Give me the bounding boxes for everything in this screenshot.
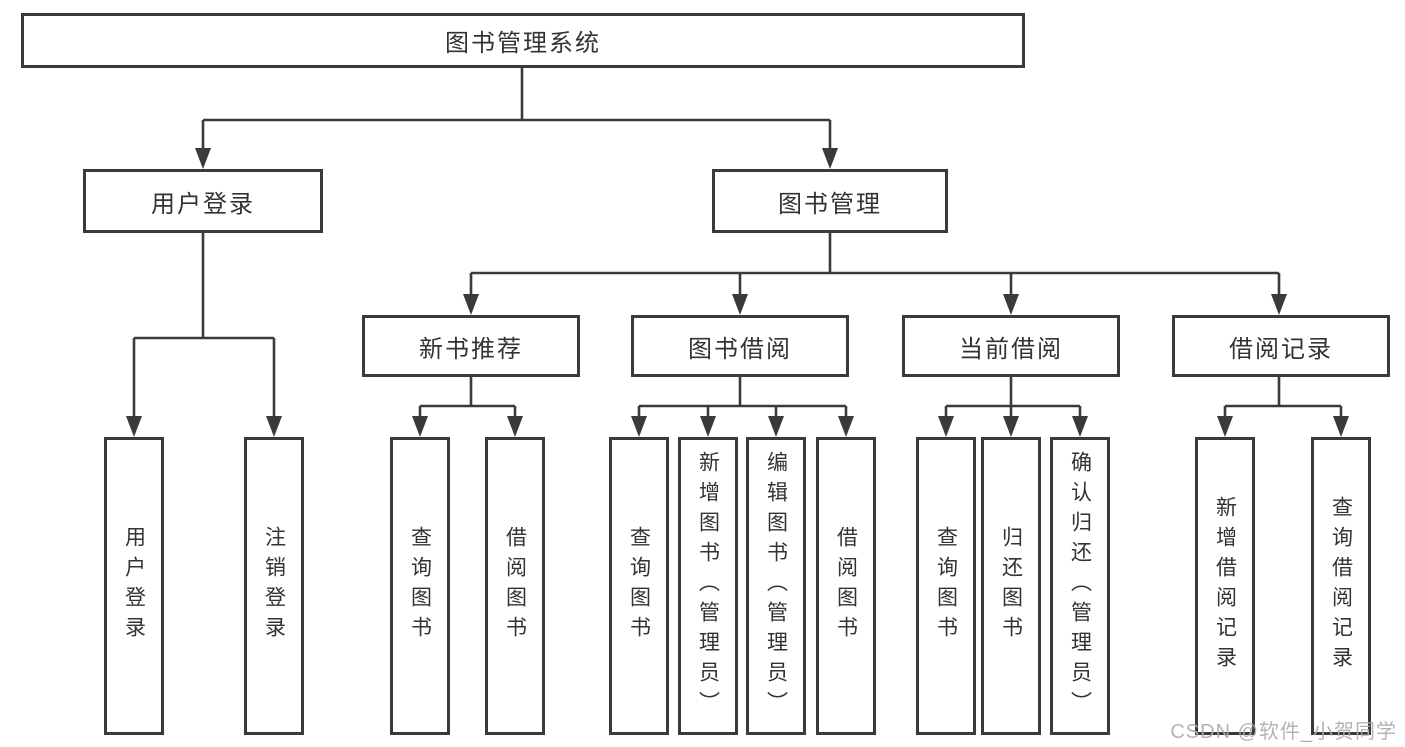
- node-borrow-books: 借阅图书: [816, 437, 876, 735]
- node-label: 图书管理系统: [445, 30, 601, 57]
- node-label: 图书管理: [778, 190, 882, 218]
- csdn-watermark: CSDN @软件_小贺同学: [1170, 721, 1397, 743]
- node-label: 新增借阅记录: [1213, 496, 1237, 676]
- node-borrow-records: 借阅记录: [1172, 315, 1390, 377]
- node-label: 当前借阅: [959, 335, 1063, 363]
- node-logout: 注销登录: [244, 437, 304, 735]
- node-query-borrow-record: 查询借阅记录: [1311, 437, 1371, 735]
- node-label: 确认归还（管理员）: [1068, 451, 1092, 721]
- node-book-management: 图书管理: [712, 169, 948, 233]
- node-label: 注销登录: [262, 526, 286, 646]
- node-label: 用户登录: [122, 526, 146, 646]
- node-label: 借阅记录: [1229, 335, 1333, 363]
- node-label: 查询图书: [627, 526, 651, 646]
- node-label: 查询借阅记录: [1329, 496, 1353, 676]
- node-label: 查询图书: [934, 526, 958, 646]
- node-label: 用户登录: [151, 190, 255, 218]
- node-label: 图书借阅: [688, 335, 792, 363]
- node-confirm-return-admin: 确认归还（管理员）: [1050, 437, 1110, 735]
- node-label: 查询图书: [408, 526, 432, 646]
- node-label: 编辑图书（管理员）: [764, 451, 788, 721]
- node-current-borrow: 当前借阅: [902, 315, 1120, 377]
- node-query-books-borrow: 查询图书: [609, 437, 669, 735]
- node-label: 新书推荐: [419, 335, 523, 363]
- node-return-book: 归还图书: [981, 437, 1041, 735]
- node-book-borrow: 图书借阅: [631, 315, 849, 377]
- node-borrow-books-recommend: 借阅图书: [485, 437, 545, 735]
- node-label: 归还图书: [999, 526, 1023, 646]
- node-user-login-branch: 用户登录: [83, 169, 323, 233]
- node-query-books-current: 查询图书: [916, 437, 976, 735]
- node-user-login: 用户登录: [104, 437, 164, 735]
- node-edit-book-admin: 编辑图书（管理员）: [746, 437, 806, 735]
- node-label: 新增图书（管理员）: [696, 451, 720, 721]
- node-label: 借阅图书: [503, 526, 527, 646]
- node-label: 借阅图书: [834, 526, 858, 646]
- node-new-book-recommend: 新书推荐: [362, 315, 580, 377]
- node-add-book-admin: 新增图书（管理员）: [678, 437, 738, 735]
- node-query-books-recommend: 查询图书: [390, 437, 450, 735]
- node-library-system: 图书管理系统: [21, 13, 1025, 68]
- node-add-borrow-record: 新增借阅记录: [1195, 437, 1255, 735]
